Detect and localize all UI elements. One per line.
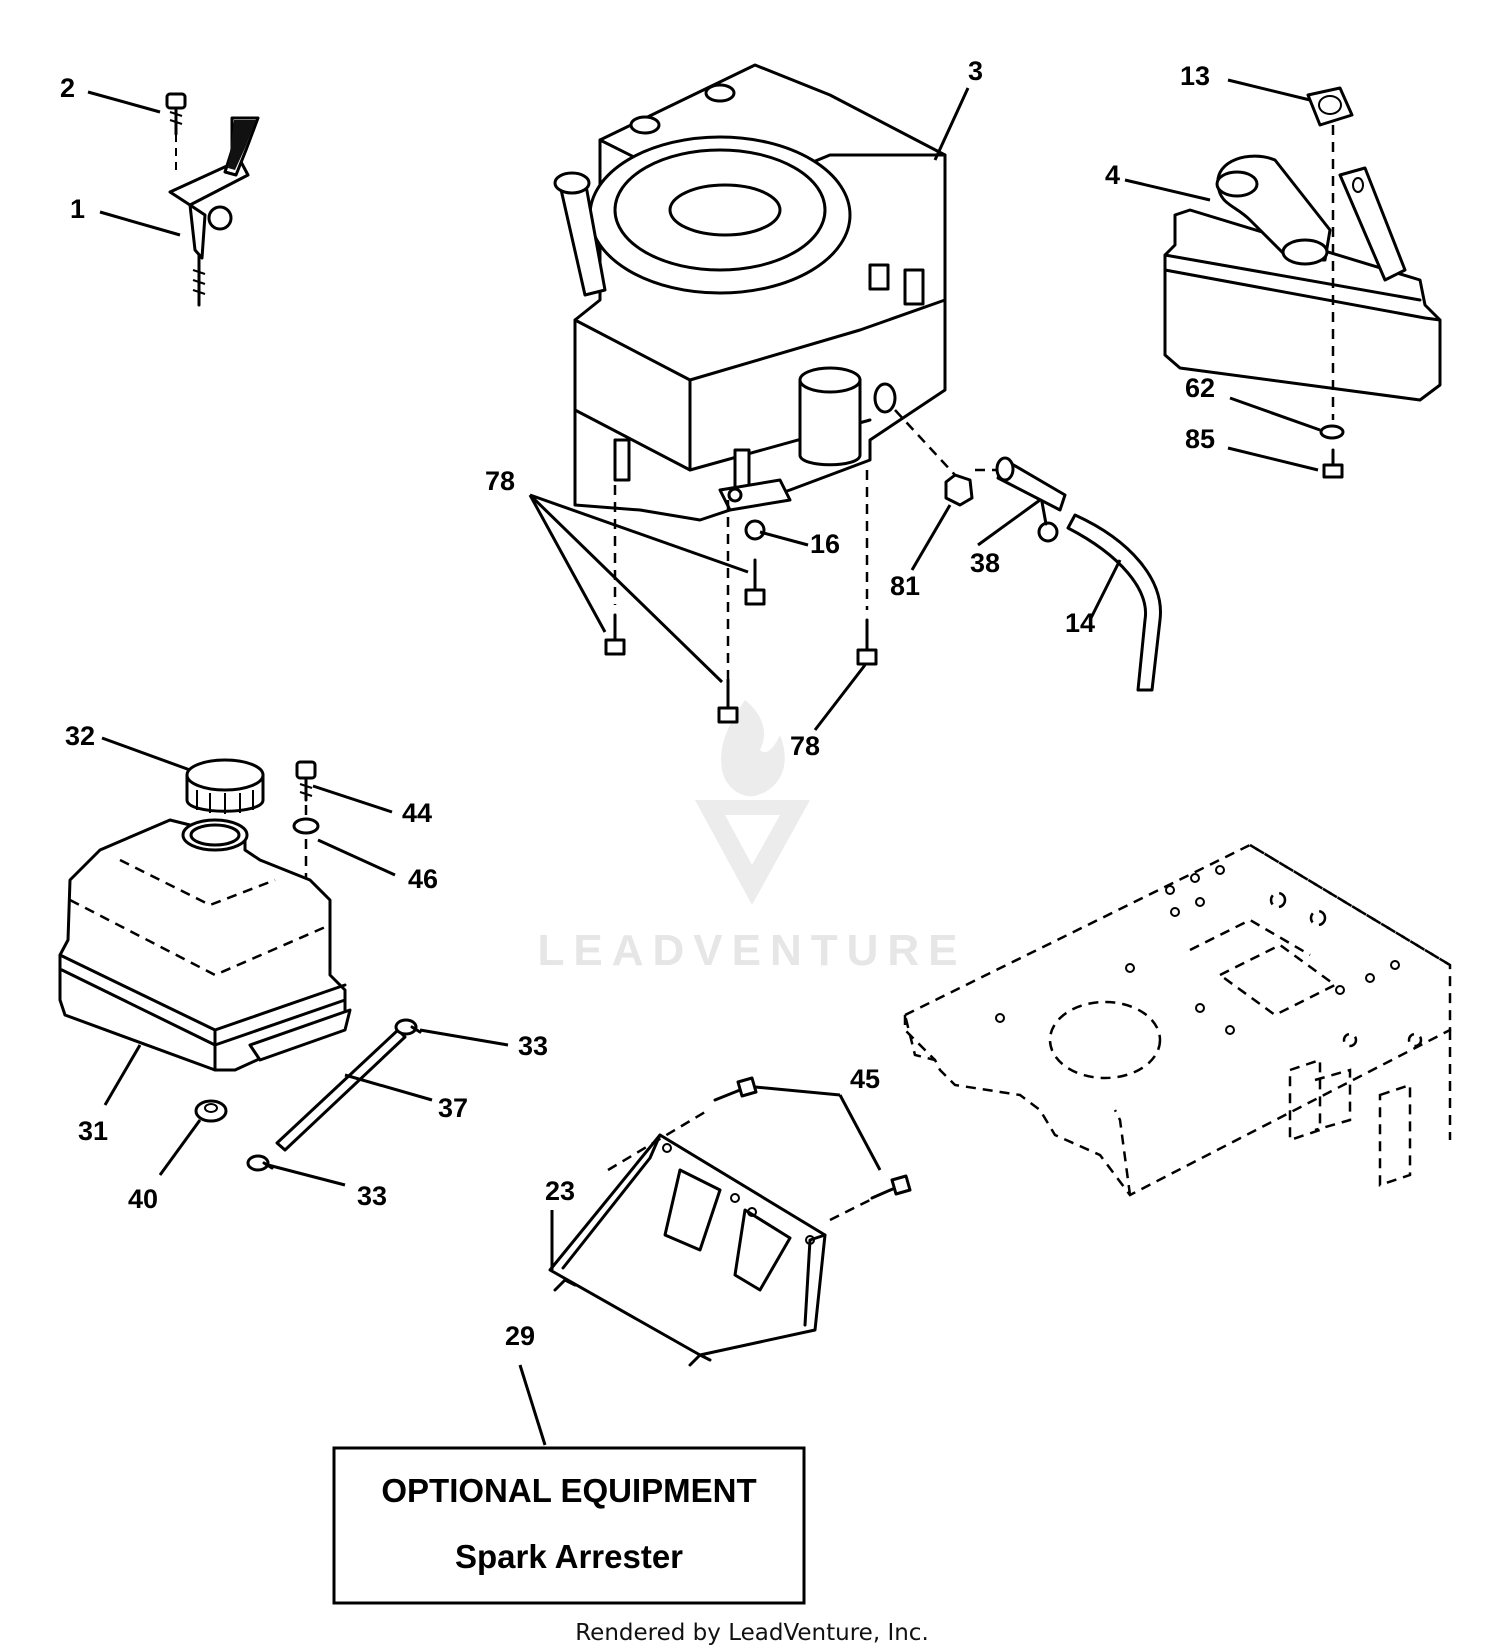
oil-drain-hose — [1066, 513, 1162, 692]
callout-40: 40 — [128, 1184, 158, 1214]
callout-32: 32 — [65, 721, 95, 751]
callout-1: 1 — [70, 194, 85, 224]
callout-85: 85 — [1185, 424, 1215, 454]
callout-45: 45 — [850, 1064, 880, 1094]
spark-arrester-screw — [829, 1174, 912, 1222]
exhaust-gasket — [1306, 86, 1354, 420]
watermark-text: LEADVENTURE — [537, 926, 966, 975]
muffler-washer — [1319, 424, 1345, 440]
oil-drain-valve — [995, 456, 1067, 543]
fuel-tank-grommet — [194, 1099, 228, 1123]
optional-equipment-box: OPTIONAL EQUIPMENT Spark Arrester — [332, 1446, 806, 1605]
callout-81: 81 — [890, 571, 920, 601]
oil-drain-nut — [944, 473, 974, 507]
callout-62: 62 — [1185, 373, 1215, 403]
tractor-frame — [903, 843, 1452, 1197]
muffler — [1163, 154, 1442, 402]
engine — [553, 63, 947, 522]
lock-washer — [744, 519, 766, 541]
callout-29: 29 — [505, 1321, 535, 1351]
engine-mount-bolt — [604, 613, 626, 656]
muffler-bolt — [1322, 448, 1344, 479]
fuel-cap — [185, 758, 265, 814]
callout-46: 46 — [408, 864, 438, 894]
callout-23: 23 — [545, 1176, 575, 1206]
optional-equipment-title: OPTIONAL EQUIPMENT — [381, 1472, 756, 1509]
spark-arrester-screen — [548, 1133, 827, 1367]
callout-38: 38 — [970, 548, 1000, 578]
callout-3: 3 — [968, 56, 983, 86]
optional-equipment-subtitle: Spark Arrester — [455, 1538, 683, 1575]
spark-arrester-screw — [607, 1076, 758, 1172]
callout-14: 14 — [1065, 608, 1095, 638]
fuel-tank-washer — [292, 817, 320, 835]
callout-13: 13 — [1180, 61, 1210, 91]
engine-mount-bolt — [717, 678, 739, 724]
engine-mount-bolt — [744, 558, 766, 606]
callout-33-bottom: 33 — [357, 1181, 387, 1211]
callout-labels: 1 2 3 4 13 14 16 23 29 31 32 33 33 37 38… — [60, 56, 1215, 1351]
callout-78-bottom: 78 — [790, 731, 820, 761]
fuel-tank — [58, 818, 352, 1072]
engine-mount-bolt — [856, 618, 878, 666]
leadventure-watermark: LEADVENTURE — [537, 700, 966, 975]
throttle-control-assembly — [165, 92, 260, 307]
hose-clamp — [246, 1154, 274, 1172]
callout-leaders — [87, 78, 1321, 1446]
callout-2: 2 — [60, 73, 75, 103]
callout-44: 44 — [402, 798, 432, 828]
render-credit: Rendered by LeadVenture, Inc. — [575, 1620, 929, 1646]
callout-4: 4 — [1105, 160, 1120, 190]
callout-37: 37 — [438, 1093, 468, 1123]
callout-78-top: 78 — [485, 466, 515, 496]
callout-16: 16 — [810, 529, 840, 559]
callout-33-top: 33 — [518, 1031, 548, 1061]
hose-clamp — [394, 1018, 422, 1036]
callout-31: 31 — [78, 1116, 108, 1146]
